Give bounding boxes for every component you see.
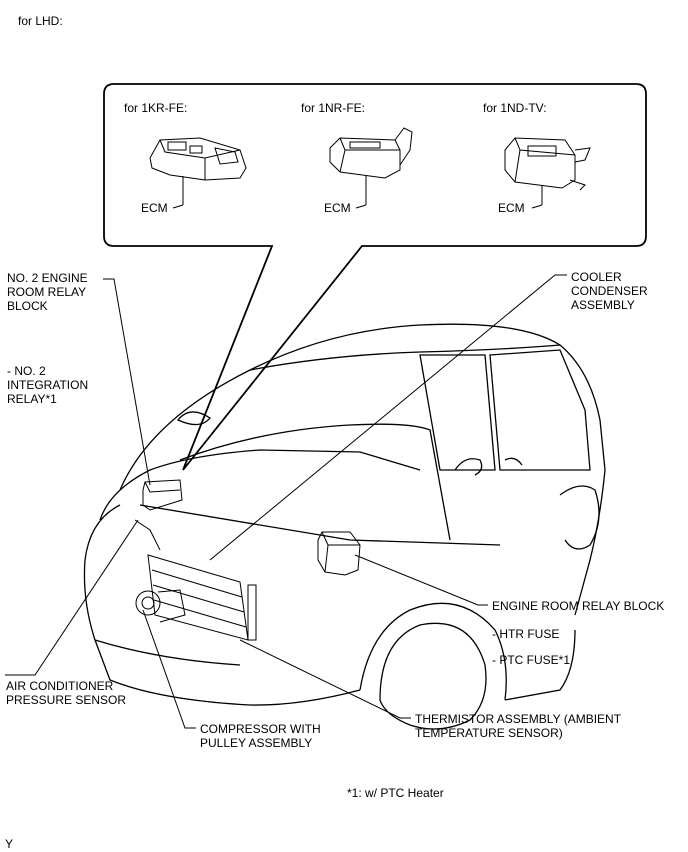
label-thermistor-assembly: THERMISTOR ASSEMBLY (AMBIENT TEMPERATURE…: [415, 712, 622, 740]
label-engine-room-relay-block: ENGINE ROOM RELAY BLOCK: [492, 599, 665, 613]
footnote: *1: w/ PTC Heater: [347, 786, 444, 800]
corner-mark: Y: [5, 837, 14, 851]
label-htr-fuse: - HTR FUSE: [492, 627, 560, 641]
leader-lines: [5, 274, 567, 729]
compressor-illustration: [135, 589, 186, 623]
callout-box: [103, 83, 647, 471]
condenser-illustration: [134, 519, 257, 641]
label-compressor-with-pulley-assembly: COMPRESSOR WITH PULLEY ASSEMBLY: [200, 722, 321, 750]
engine-label-1nr-fe: for 1NR-FE:: [301, 101, 366, 115]
orientation-label: for LHD:: [18, 14, 63, 28]
label-no2-engine-room-relay-block: NO. 2 ENGINE ROOM RELAY BLOCK: [7, 271, 88, 313]
label-ptc-fuse: - PTC FUSE*1: [492, 653, 571, 667]
engine-label-1kr-fe: for 1KR-FE:: [124, 101, 188, 115]
engine-room-relay-block-illustration: [317, 531, 361, 576]
ecm-1kr-fe-illustration: [149, 137, 247, 209]
ecm-label-1nr-fe: ECM: [324, 201, 351, 215]
no2-relay-block-illustration: [142, 479, 183, 511]
label-cooler-condenser-assembly: COOLER CONDENSER ASSEMBLY: [571, 270, 648, 312]
engine-label-1nd-tv: for 1ND-TV:: [483, 101, 547, 115]
ecm-1nd-tv-illustration: [504, 137, 591, 209]
label-no2-integration-relay: - NO. 2 INTEGRATION RELAY*1: [7, 364, 89, 406]
ecm-1nr-fe-illustration: [329, 127, 413, 209]
ecm-label-1nd-tv: ECM: [498, 201, 525, 215]
vehicle-body: [83, 323, 606, 730]
label-air-conditioner-pressure-sensor: AIR CONDITIONER PRESSURE SENSOR: [6, 679, 127, 707]
ecm-label-1kr-fe: ECM: [141, 201, 168, 215]
